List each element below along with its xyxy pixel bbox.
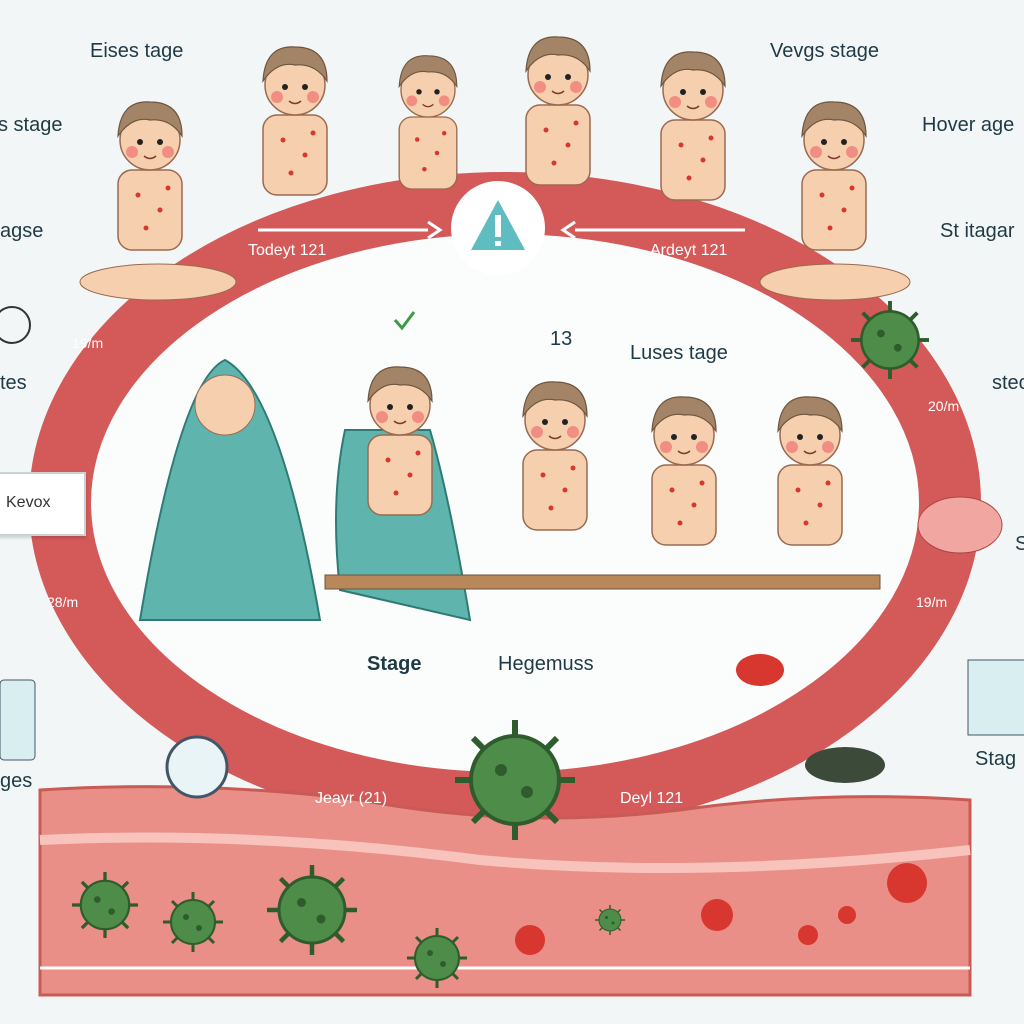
stage-label: Hover age [922,114,1015,136]
info-card: Kevox [0,472,86,536]
stage-label: Stage [367,653,422,675]
stage-label: tes [0,372,27,394]
stage-label: stec [992,372,1024,394]
ring-label: 20/m [928,398,960,414]
stage-label: s stage [0,114,63,136]
ring-label: 19/m [916,594,948,610]
ring-label: 19/m [72,335,104,351]
stage-label: St itagar [940,220,1015,242]
ring-label: 28/m [47,594,79,610]
card-label: Kevox [6,494,51,511]
ring-label: Deyl 121 [620,790,684,807]
stage-label: Luses tage [630,342,728,364]
stage-label: Eises tage [90,40,184,62]
stage-label: Vevgs stage [770,40,879,62]
ring-label: Jeayr (21) [315,790,388,807]
center-number: 13 [550,328,573,350]
stage-label: Hegemuss [498,653,594,675]
check-icon [393,311,416,331]
stage-label: S [1015,533,1024,555]
stage-label: agse [0,220,44,242]
stage-label: ges [0,770,33,792]
ring-label: Ardeyt 121 [650,242,728,259]
stage-label: Stag [975,748,1017,770]
ring-label: Todeyt 121 [248,242,327,259]
